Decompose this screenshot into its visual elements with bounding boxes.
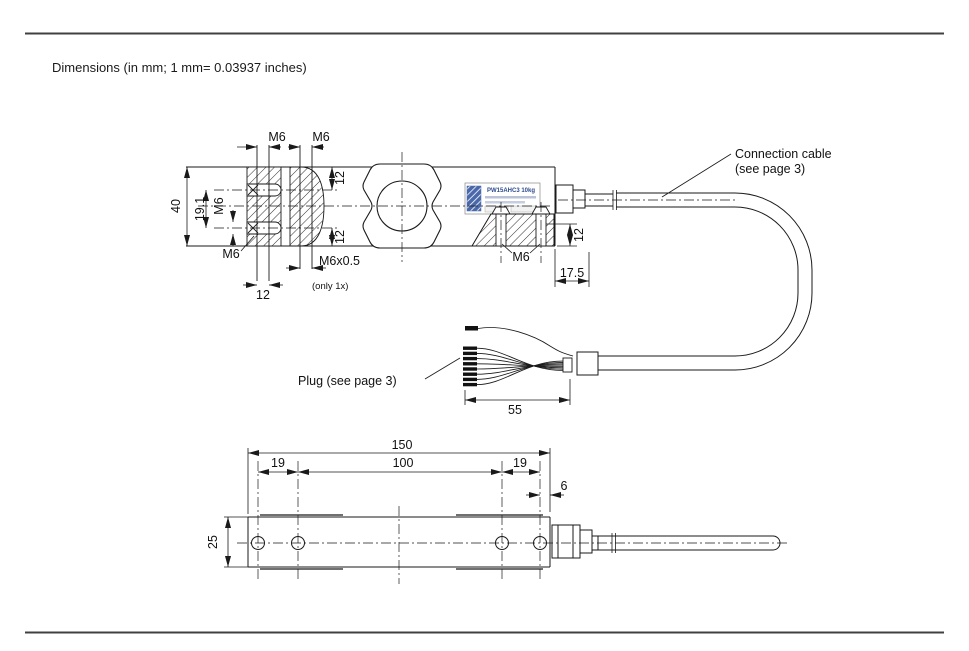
connection-cable (598, 192, 813, 371)
bottom-view-dimensions: 150 19 100 19 6 25 (206, 438, 568, 568)
connection-cable-callout: Connection cable (see page 3) (661, 147, 832, 198)
plug-wires (476, 327, 574, 386)
connection-cable-label: Connection cable (735, 147, 832, 161)
dim-thread-special-note: (only 1x) (312, 281, 348, 292)
dim-m6-lower-left: M6 (222, 247, 239, 261)
product-label-title: PW15AHC3 10kg (487, 188, 535, 194)
plug-detail: 55 Plug (see page 3) (298, 326, 599, 417)
dim-m6-vertical: M6 (212, 197, 226, 214)
dim-thread-special: M6x0.5 (319, 254, 360, 268)
brand-logo-icon (466, 185, 482, 212)
dim-m6-right: M6 (512, 250, 529, 264)
dim-pitch-right: 19 (513, 456, 527, 470)
cable-gland (555, 184, 617, 214)
dim-body-height: 40 (169, 199, 183, 213)
dim-offset-top: 12 (333, 171, 347, 185)
plug-pins (463, 326, 478, 387)
side-view: PW15AHC3 10kg (169, 130, 832, 371)
dim-gland-length: 17.5 (560, 266, 584, 280)
dim-body-width: 25 (206, 535, 220, 549)
plug-label: Plug (see page 3) (298, 374, 397, 388)
side-view-dimensions: 40 19.1 M6 M6 M6 M6 12 M6x0.5 (169, 130, 590, 302)
bottom-view: 150 19 100 19 6 25 (206, 438, 790, 584)
dim-offset-right: 12 (572, 228, 586, 242)
dim-m6-top-right: M6 (312, 130, 329, 144)
dim-hole-pitch-vertical: 19.1 (193, 197, 207, 221)
dim-strip-length: 55 (508, 403, 522, 417)
dim-pitch-left: 19 (271, 456, 285, 470)
dim-m6-top-left: M6 (268, 130, 285, 144)
dim-overall-length: 150 (392, 438, 413, 452)
dimensions-note: Dimensions (in mm; 1 mm= 0.03937 inches) (52, 60, 307, 75)
cable-gland-bottom (551, 524, 781, 559)
dim-hole-pitch-bottom: 12 (256, 288, 270, 302)
dim-edge-offset: 6 (561, 479, 568, 493)
dim-pitch-center: 100 (393, 456, 414, 470)
connection-cable-label-2: (see page 3) (735, 162, 805, 176)
dim-offset-bottom: 12 (333, 230, 347, 244)
